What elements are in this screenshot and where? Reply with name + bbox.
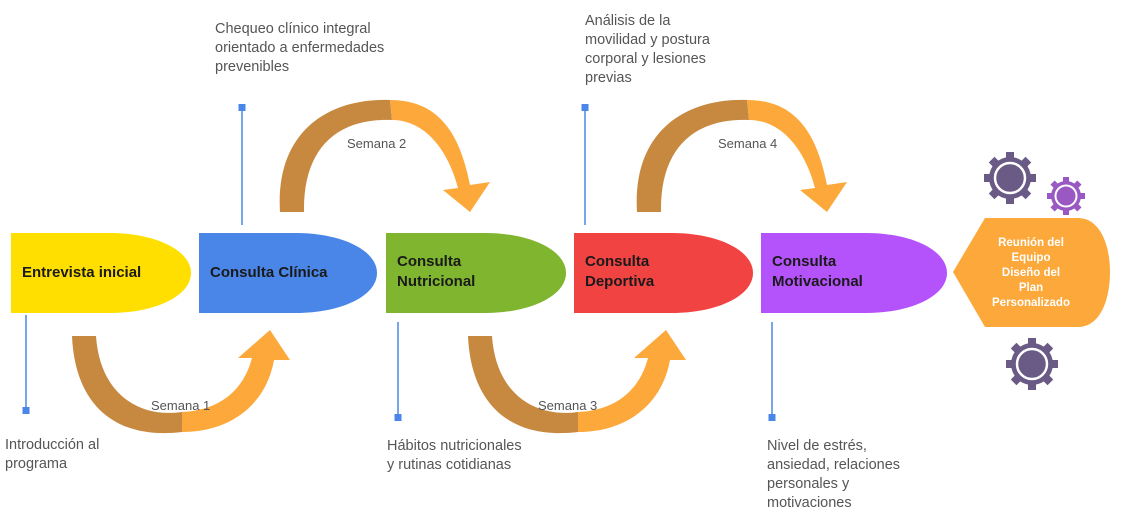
final-label-line: Equipo [1011,252,1051,264]
final-label-line: Personalizado [992,297,1070,309]
note-line: orientado a enfermedades [215,40,385,56]
step-shape-5 [761,233,947,313]
arrow-week-4 [636,99,847,212]
week-label-3: Semana 3 [538,398,598,413]
step-label-line: Nutricional [397,273,476,290]
connector-pin-1 [22,315,30,414]
final-label-line: Reunión del [998,237,1064,249]
step-shape-1 [11,233,191,313]
arrow-week-1 [72,330,290,434]
note-line: corporal y lesiones [585,51,706,67]
note-line: Hábitos nutricionales [387,438,522,454]
note-line: y rutinas cotidianas [387,457,512,473]
step-label-line: Consulta [772,253,837,270]
note-line: movilidad y postura [585,32,710,48]
connector-pin-4 [581,104,589,225]
note-line: Análisis de la [585,13,671,29]
step-shape-3 [386,233,566,313]
note-line: personales y [767,476,850,492]
gear-icon [1006,338,1058,390]
note-nutricional: Hábitos nutricionales y rutinas cotidian… [387,437,522,475]
note-line: Chequeo clínico integral [215,21,371,37]
step-label-line: Consulta [585,253,650,270]
note-clinica: Chequeo clínico integral orientado a enf… [215,20,384,77]
final-shape [953,218,1110,327]
connector-pin-3 [394,322,402,421]
note-line: prevenibles [215,59,290,75]
note-line: previas [585,70,632,86]
note-line: ansiedad, relaciones [767,457,901,473]
step-label-motivacional: Consulta Motivacional [772,252,863,292]
arrow-week-3 [468,330,686,434]
step-label-nutricional: Consulta Nutricional [397,252,475,292]
week-label-4: Semana 4 [718,136,778,151]
note-line: Nivel de estrés, [767,438,867,454]
note-motivacional: Nivel de estrés, ansiedad, relaciones pe… [767,437,900,513]
step-label-deportiva: Consulta Deportiva [585,252,654,292]
connector-pin-2 [238,104,246,225]
step-label-line: Motivacional [772,273,863,290]
gear-icon [1047,177,1085,215]
step-shape-4 [574,233,753,313]
final-label: Reunión del Equipo Diseño del Plan Perso… [983,236,1079,311]
step-label-entrevista: Entrevista inicial [22,263,141,283]
note-deportiva: Análisis de la movilidad y postura corpo… [585,12,710,88]
note-line: programa [5,456,68,472]
note-entrevista: Introducción al programa [5,436,99,474]
final-label-line: Plan [1018,282,1044,294]
step-label-line: Entrevista inicial [22,264,142,281]
step-label-line: Consulta Clínica [210,264,328,281]
week-label-2: Semana 2 [347,136,407,151]
week-label-1: Semana 1 [151,398,211,413]
note-line: motivaciones [767,495,852,511]
arrow-week-2 [279,99,490,212]
gear-icon [984,152,1036,204]
step-shape-2 [199,233,377,313]
step-label-line: Consulta [397,253,462,270]
final-label-line: Diseño del [1001,267,1061,279]
step-label-line: Deportiva [585,273,655,290]
connector-pin-5 [768,322,776,421]
note-line: Introducción al [5,437,100,453]
step-label-clinica: Consulta Clínica [210,263,328,283]
